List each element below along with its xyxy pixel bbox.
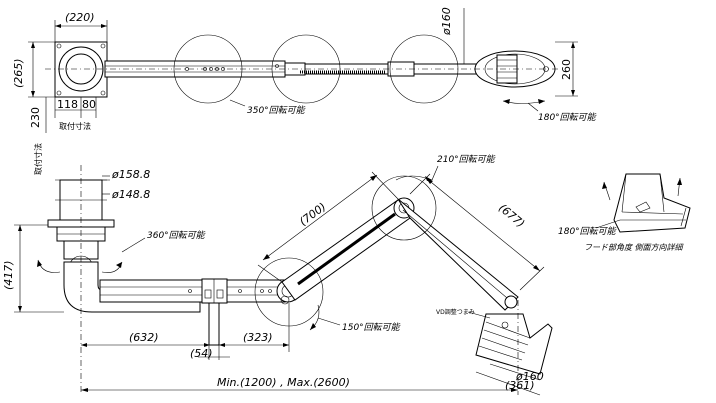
side-rotation-circle [371,175,437,241]
dim-dia-148-8: ø148.8 [111,188,150,201]
note-mount-dim-side: 取付寸法 [33,143,43,175]
dim-run-323: (323) [243,331,273,344]
top-mount-flange [54,41,108,98]
dim-top-height: (265) [12,58,25,88]
dim-top-width: (220) [65,11,95,24]
hood-detail: 180°回転可能 フード部角度 側面方向詳細 [558,173,691,252]
dim-height-260: 260 [560,59,573,80]
side-horizontal-arm [99,279,286,303]
top-mount-bolt [100,90,106,96]
dim-overall-length: Min.(1200) , Max.(2600) [217,376,350,389]
dim-mount-80: 80 [82,98,96,111]
dim-top-dia-160: ø160 [440,7,453,36]
top-mount-ring-inner [65,53,97,85]
dim-run-632: (632) [129,331,159,344]
side-view [47,165,553,395]
dim-dia-158-8: ø158.8 [111,168,150,181]
top-mount-bolt [56,43,62,49]
side-hood-joint [504,295,518,309]
top-view: (220) (265) 118 80 230 取付寸法 ø160 260 1 [12,7,597,133]
top-mount-bolt [100,43,106,49]
note-rot-150: 150°回転可能 [342,322,401,333]
dim-hood-361: (361) [505,379,535,392]
note-rot-350: 350°回転可能 [247,105,306,116]
note-rot-180-top: 180°回転可能 [538,112,597,123]
note-rot-360: 360°回転可能 [147,230,206,241]
side-hood [475,313,553,375]
dim-support-54: (54) [190,347,213,360]
side-arm-segment-2 [397,198,519,311]
note-rot-180-detail: 180°回転可能 [558,226,617,237]
dim-hood-dia-160: ø160 [515,370,544,383]
top-mount-bolt [56,90,62,96]
note-rot-210: 210°回転可能 [437,154,496,165]
note-mount-dim-top: 取付寸法 [59,121,91,131]
note-hood-detail: フード部角度 側面方向詳細 [584,243,685,252]
dim-mount-230: 230 [29,107,42,128]
dim-arm-700: (700) [297,200,328,228]
side-support-post [208,302,220,346]
dim-arm-677: (677) [496,201,527,230]
note-damper-label: VD調整つまみ [436,308,475,316]
dim-mount-118: 118 [57,98,78,111]
dim-height-417: (417) [2,260,15,290]
